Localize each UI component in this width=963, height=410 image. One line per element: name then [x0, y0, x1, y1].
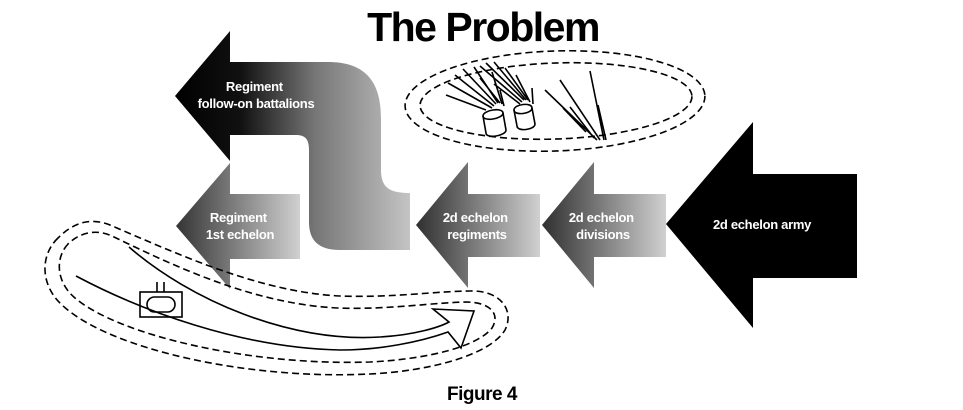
fires-zone-outer-boundary [404, 49, 706, 153]
arrow-label-line: regiments [447, 227, 507, 242]
maneuver-zone [44, 220, 509, 376]
arrow-2d-echelon-army: 2d echelon army [666, 122, 857, 328]
s-arrow-body [175, 31, 410, 250]
artillery-fires-icon [445, 61, 607, 141]
maneuver-zone-inner-boundary [58, 231, 496, 364]
arrow-shape [666, 122, 857, 328]
diagram-title: The Problem [367, 4, 599, 50]
arrow-label: 2d echelon army [713, 217, 812, 232]
arrow-label-line: 1st echelon [206, 227, 275, 242]
maneuver-zone-outer-boundary [44, 220, 509, 376]
arrow-label-line: Regiment [226, 79, 284, 94]
arrow-regiment-1st-echelon: Regiment 1st echelon [176, 163, 300, 289]
fires-zone-inner-boundary [419, 61, 693, 141]
unit-symbol-icon [139, 282, 183, 318]
arrow-shape [416, 162, 540, 288]
arrow-2d-echelon-divisions: 2d echelon divisions [542, 162, 666, 288]
arrow-shape [542, 162, 666, 288]
arrow-label-line: 2d echelon [443, 210, 508, 225]
arrow-label: 2d echelon divisions [569, 210, 637, 242]
fires-zone [404, 49, 706, 153]
arrow-label-line: divisions [576, 227, 630, 242]
arrow-label: Regiment 1st echelon [206, 210, 275, 242]
arrow-2d-echelon-regiments: 2d echelon regiments [416, 162, 540, 288]
arrow-label: 2d echelon regiments [443, 210, 511, 242]
arrow-label-line: 2d echelon [569, 210, 634, 225]
maneuver-arrow-path [75, 246, 476, 351]
arrow-label-line: follow-on battalions [198, 96, 315, 111]
figure-caption: Figure 4 [447, 384, 518, 405]
arrow-shape [176, 163, 300, 289]
arrow-regiment-follow-on-battalions: Regiment follow-on battalions [175, 31, 410, 250]
arrow-label: Regiment follow-on battalions [198, 79, 315, 111]
arrow-label-line: Regiment [210, 210, 268, 225]
